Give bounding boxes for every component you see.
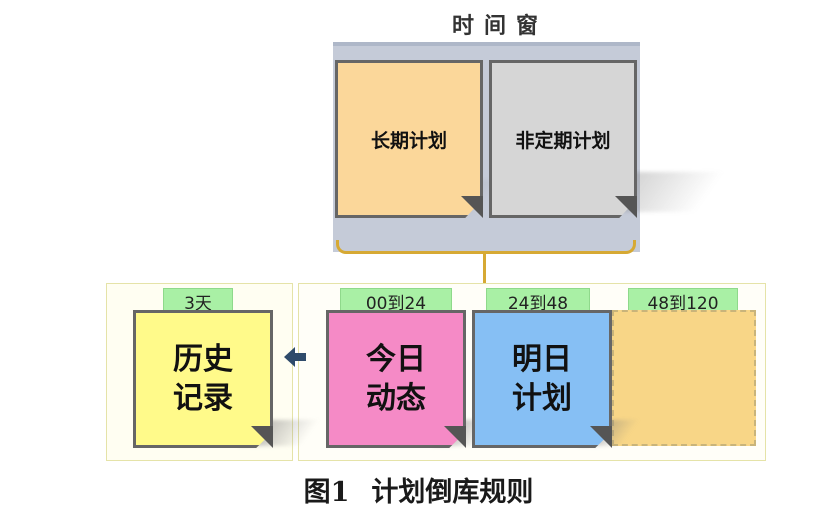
left-arrow-icon [284, 347, 306, 367]
tomorrow-card-line1: 明日 [512, 342, 572, 377]
today-dynamics-card: 今日 动态 [326, 310, 466, 448]
time-window-bracket [336, 240, 636, 254]
time-window-title: 时间窗 [451, 14, 548, 39]
irregular-plan-fold-icon [615, 196, 637, 218]
today-fold-icon [444, 426, 466, 448]
history-card-line1: 历史 [173, 342, 233, 377]
long-term-plan-label: 长期计划 [370, 129, 447, 152]
long-plan-fold-icon [461, 196, 483, 218]
history-card-line2: 记录 [173, 381, 233, 416]
history-fold-icon [251, 426, 273, 448]
tomorrow-fold-icon [590, 426, 612, 448]
irregular-plan-card: 非定期计划 [489, 60, 637, 218]
tomorrow-plan-card: 明日 计划 [472, 310, 612, 448]
today-card-line1: 今日 [366, 342, 426, 377]
figure-title: 计划倒库规则 [371, 477, 534, 508]
time-window-connector [483, 254, 486, 286]
long-term-plan-card: 长期计划 [335, 60, 483, 218]
history-record-card: 历史 记录 [133, 310, 273, 448]
figure-number: 图1 [303, 477, 350, 508]
tomorrow-card-line2: 计划 [512, 381, 572, 416]
today-card-line2: 动态 [366, 381, 426, 416]
figure-caption: 图1 计划倒库规则 [0, 470, 837, 509]
irregular-plan-label: 非定期计划 [515, 129, 611, 152]
